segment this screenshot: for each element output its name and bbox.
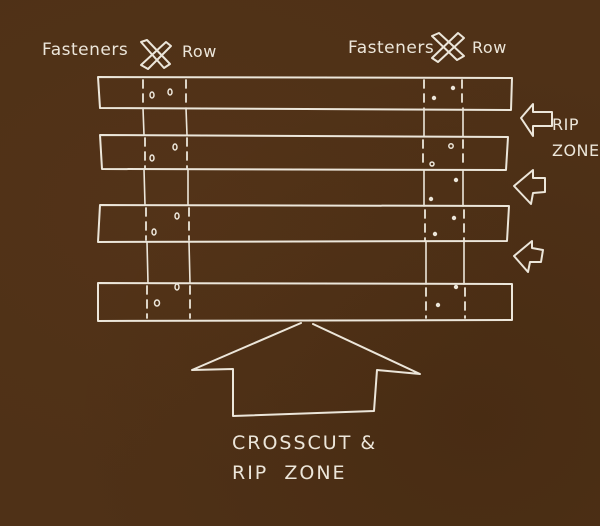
left-row-label: Row bbox=[182, 42, 217, 61]
rip-zone-arrow-1-icon bbox=[520, 103, 553, 137]
rip-zone-arrow-2-icon bbox=[513, 169, 546, 205]
left-fastener-row bbox=[142, 79, 191, 319]
boards bbox=[97, 76, 513, 322]
right-row-label: Row bbox=[472, 38, 507, 57]
rip-zone-line-1: RIP bbox=[552, 115, 579, 134]
board-3 bbox=[97, 204, 510, 243]
crosscut-arrow-icon bbox=[191, 322, 421, 417]
rip-zone-arrow-3-icon bbox=[513, 240, 544, 273]
crosscut-zone-label: CROSSCUT & RIP ZONE bbox=[232, 428, 377, 488]
crosscut-line-2: RIP ZONE bbox=[232, 462, 347, 484]
right-fasteners-label: Fasteners bbox=[348, 38, 435, 58]
board-2 bbox=[99, 134, 509, 171]
rip-zone-line-2: ZONE bbox=[552, 141, 600, 160]
rip-zone-label: RIP ZONE bbox=[552, 112, 600, 164]
right-fastener-row bbox=[422, 79, 466, 319]
left-fasteners-label: Fasteners bbox=[42, 40, 129, 60]
x-mark-left-icon bbox=[140, 39, 172, 70]
board-4 bbox=[97, 282, 513, 322]
x-mark-right-icon bbox=[431, 32, 465, 63]
board-1 bbox=[97, 76, 513, 111]
crosscut-line-1: CROSSCUT & bbox=[232, 432, 378, 454]
